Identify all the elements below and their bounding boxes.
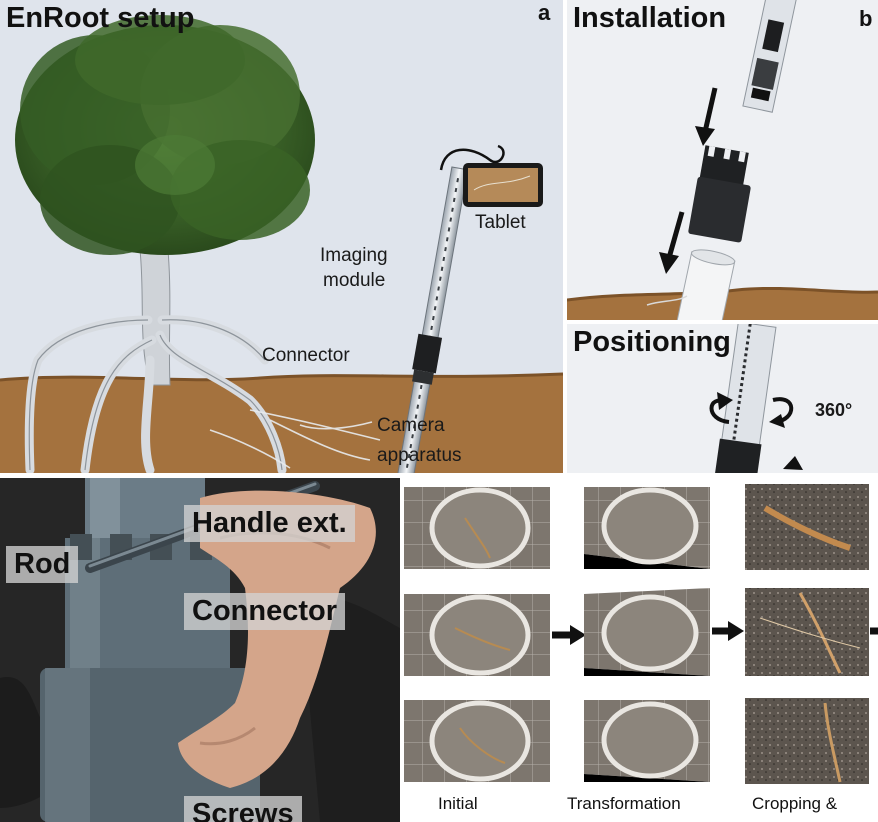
panel-installation: Installation b (567, 0, 878, 320)
transformation-caption: Transformation (567, 794, 681, 813)
imaging-module-label-line1: Imaging (320, 245, 388, 266)
cropping-caption: Cropping & (752, 794, 838, 813)
enroot-setup-illustration (0, 0, 563, 473)
imaging-module-label-line2: module (323, 270, 386, 291)
processing-illustration (404, 484, 878, 784)
positioning-illustration (567, 324, 878, 473)
installation-illustration (567, 0, 878, 320)
panel-b-title: Installation (573, 2, 727, 34)
rotation-label: 360° (815, 400, 853, 420)
camera-apparatus-label-line1: Camera (377, 415, 445, 436)
handle-ext-label: Handle ext. (184, 505, 355, 542)
screws-label: Screws (184, 796, 302, 822)
camera-apparatus-label-line2: apparatus (377, 445, 462, 466)
tablet-label: Tablet (475, 212, 526, 233)
panel-connector-photo: Handle ext. Rod Connector Screws (0, 478, 400, 822)
panel-b-letter: b (859, 6, 873, 31)
positioning-title: Positioning (573, 326, 731, 358)
panel-enroot-setup: EnRoot setup a Tablet Imaging module Con… (0, 0, 563, 473)
connector-photo-label: Connector (184, 593, 345, 630)
initial-caption: Initial (438, 794, 478, 813)
panel-a-letter: a (538, 0, 551, 25)
panel-a-title: EnRoot setup (6, 2, 195, 34)
panel-image-processing: Initial Transformation Cropping & (400, 478, 878, 822)
connector-label: Connector (262, 345, 350, 366)
rod-label: Rod (6, 546, 79, 583)
panel-positioning: Positioning 360° (567, 324, 878, 473)
